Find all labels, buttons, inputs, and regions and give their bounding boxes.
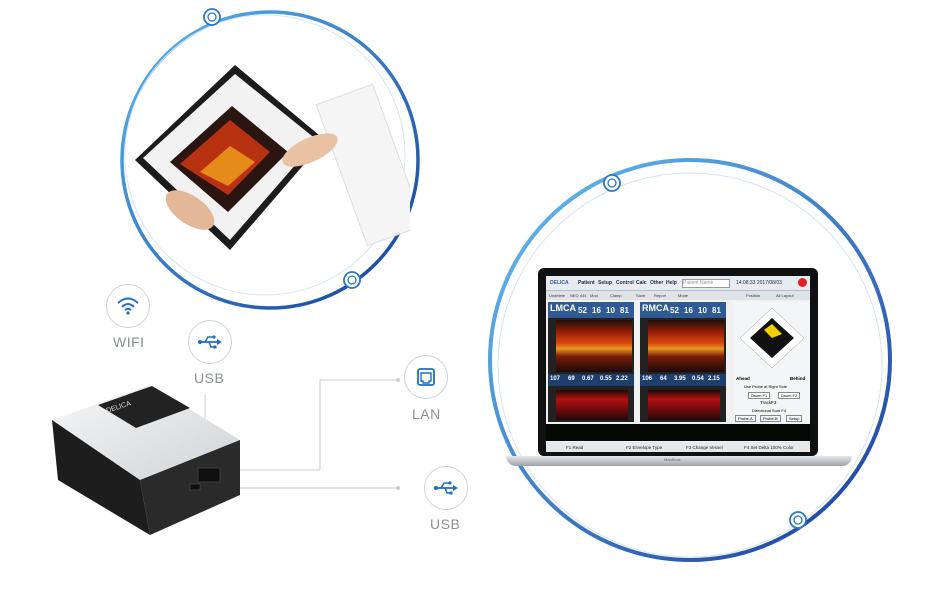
laptop-base <box>506 456 852 466</box>
stat: 69 <box>568 376 575 382</box>
ahead-label: Ahead <box>736 376 750 381</box>
value: 16 <box>684 306 693 315</box>
function-key-bar: F1 Read F2 Envelope Type F3 Change Vesse… <box>546 442 810 452</box>
tab-probe-b[interactable]: Probe-B <box>760 415 781 422</box>
toolbar-neo[interactable]: NEO 444 <box>570 293 587 298</box>
datetime: 14:08:33 2017/08/03 <box>736 280 782 286</box>
app-menubar: DELICA Patient Setup Control Calc Other … <box>546 276 810 291</box>
stat: 0.54 <box>692 376 704 382</box>
f4-button[interactable]: F4 Set Delta 100% Color <box>744 445 794 450</box>
usb-icon <box>188 320 232 364</box>
m-mode-display <box>556 390 628 420</box>
dsum-f2-button[interactable]: Dsum F2 <box>778 392 801 399</box>
usb-bottom-label: USB <box>430 516 461 532</box>
stat: 107 <box>550 376 561 382</box>
menu-help[interactable]: Help <box>666 280 677 286</box>
vessel-label: RMCA <box>642 303 669 313</box>
menu-patient[interactable]: Patient <box>578 280 595 286</box>
value: 10 <box>606 306 615 315</box>
stat: 2.15 <box>708 376 720 382</box>
spectrogram <box>648 320 724 372</box>
toolbar-mode[interactable]: Mode <box>678 293 689 298</box>
app-brand: DELICA <box>550 280 569 286</box>
laptop-model: MacBook <box>664 457 681 462</box>
rmca-panel: RMCA 52 16 10 81 106 64 3.95 0.54 2.15 <box>640 302 726 422</box>
toolbar-mod[interactable]: Mod <box>590 293 598 298</box>
f1-button[interactable]: F1 Read <box>566 445 584 450</box>
stat: 0.67 <box>582 376 594 382</box>
wifi-icon <box>106 284 150 328</box>
f2-button[interactable]: F2 Envelope Type <box>626 445 663 450</box>
device-illustration <box>52 385 240 535</box>
value: 81 <box>620 306 629 315</box>
menu-other[interactable]: Other <box>650 280 664 286</box>
lmca-panel: LMCA 52 16 10 81 107 69 0.67 0.55 2.22 <box>548 302 634 422</box>
toolbar-report[interactable]: Report <box>654 293 667 298</box>
lmca-header: LMCA 52 16 10 81 <box>548 302 634 318</box>
value: 10 <box>698 306 707 315</box>
right-side-option[interactable]: Use Probe at Right Side <box>744 384 787 389</box>
dsum-f1-button[interactable]: Dsum F1 <box>748 392 771 399</box>
value: 81 <box>712 306 721 315</box>
tab-probe-a[interactable]: Probe-A <box>735 415 756 422</box>
app-toolbar: Undelete NEO 444 Mod Clamp Save Report M… <box>546 291 810 300</box>
stat: 2.22 <box>616 376 628 382</box>
toolbar-layout[interactable]: All Layout <box>776 293 794 298</box>
stat: 64 <box>660 376 667 382</box>
stats-row: 106 64 3.95 0.54 2.15 <box>640 374 726 386</box>
stat: 106 <box>642 376 653 382</box>
patient-search-input[interactable]: Patient Name <box>682 279 730 288</box>
probe-grid <box>739 307 805 369</box>
wifi-label: WIFI <box>113 334 145 350</box>
tablet-illustration <box>135 65 410 250</box>
usb-top-label: USB <box>194 370 225 386</box>
tab-setup[interactable]: Setup <box>786 415 803 422</box>
trend-waveform <box>546 424 810 441</box>
close-icon[interactable] <box>798 278 807 287</box>
value: 52 <box>578 306 587 315</box>
value: 16 <box>592 306 601 315</box>
toolbar-clamp[interactable]: Clamp <box>610 293 622 298</box>
track-f3-button[interactable]: TrackF3 <box>760 400 777 405</box>
stat: 0.55 <box>600 376 612 382</box>
stats-row: 107 69 0.67 0.55 2.22 <box>548 374 634 386</box>
menu-calc[interactable]: Calc <box>636 280 647 286</box>
toolbar-position[interactable]: Position <box>746 293 761 298</box>
toolbar-save[interactable]: Save <box>636 293 646 298</box>
stat: 3.95 <box>674 376 686 382</box>
directional-sum-button[interactable]: Directional Sum F4 <box>752 408 787 413</box>
f3-button[interactable]: F3 Change Vessel <box>686 445 723 450</box>
probe-side-pane: Ahead Behind Use Probe at Right Side Dsu… <box>734 302 810 422</box>
usb-icon <box>424 466 468 510</box>
vessel-label: LMCA <box>550 303 576 313</box>
delica-app-window: DELICA Patient Setup Control Calc Other … <box>546 276 810 452</box>
toolbar-undelete[interactable]: Undelete <box>549 293 566 298</box>
behind-label: Behind <box>790 376 806 381</box>
menu-control[interactable]: Control <box>616 280 634 286</box>
spectrogram <box>556 320 632 372</box>
rmca-header: RMCA 52 16 10 81 <box>640 302 726 318</box>
value: 52 <box>670 306 679 315</box>
lan-label: LAN <box>412 406 441 422</box>
lan-icon <box>404 355 448 399</box>
m-mode-display <box>648 390 720 420</box>
menu-setup[interactable]: Setup <box>598 280 612 286</box>
